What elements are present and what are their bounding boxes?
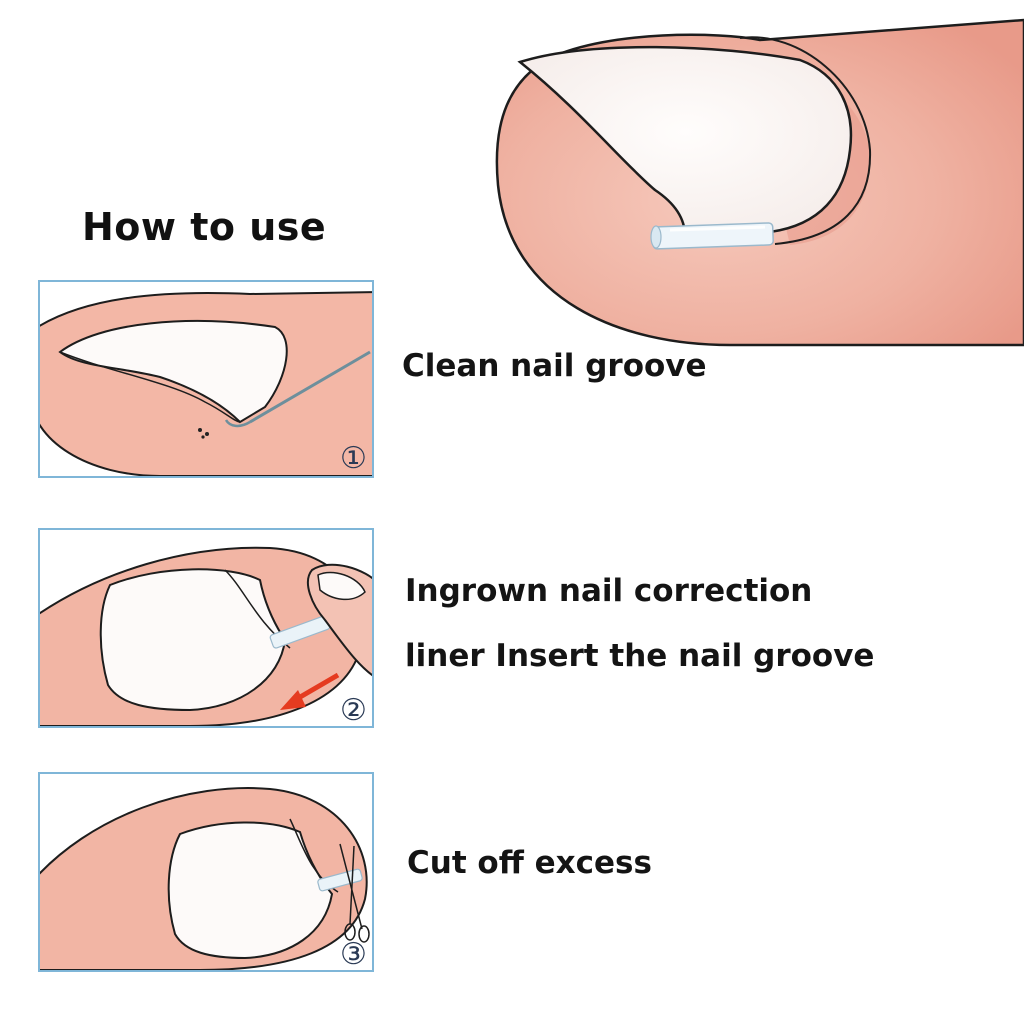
step-1-text: Clean nail groove xyxy=(402,348,707,384)
page-title: How to use xyxy=(82,205,327,249)
step-3-illustration: ③ xyxy=(38,772,374,972)
step-1-illustration: ① xyxy=(38,280,374,478)
step-3-text: Cut off excess xyxy=(407,845,652,881)
step-number-badge: ① xyxy=(340,441,367,476)
insert-arrow-icon xyxy=(280,672,340,710)
step-2-illustration: ② xyxy=(38,528,374,728)
step-2-text-line-1: Ingrown nail correction xyxy=(405,573,813,609)
step-2-text-line-2: liner Insert the nail groove xyxy=(405,638,875,674)
step-number-badge: ② xyxy=(340,693,367,726)
step-number-badge: ③ xyxy=(340,937,367,970)
hero-finger-illustration xyxy=(470,0,1024,360)
scissors-icon xyxy=(339,843,370,943)
liner-tube-icon xyxy=(650,222,774,250)
